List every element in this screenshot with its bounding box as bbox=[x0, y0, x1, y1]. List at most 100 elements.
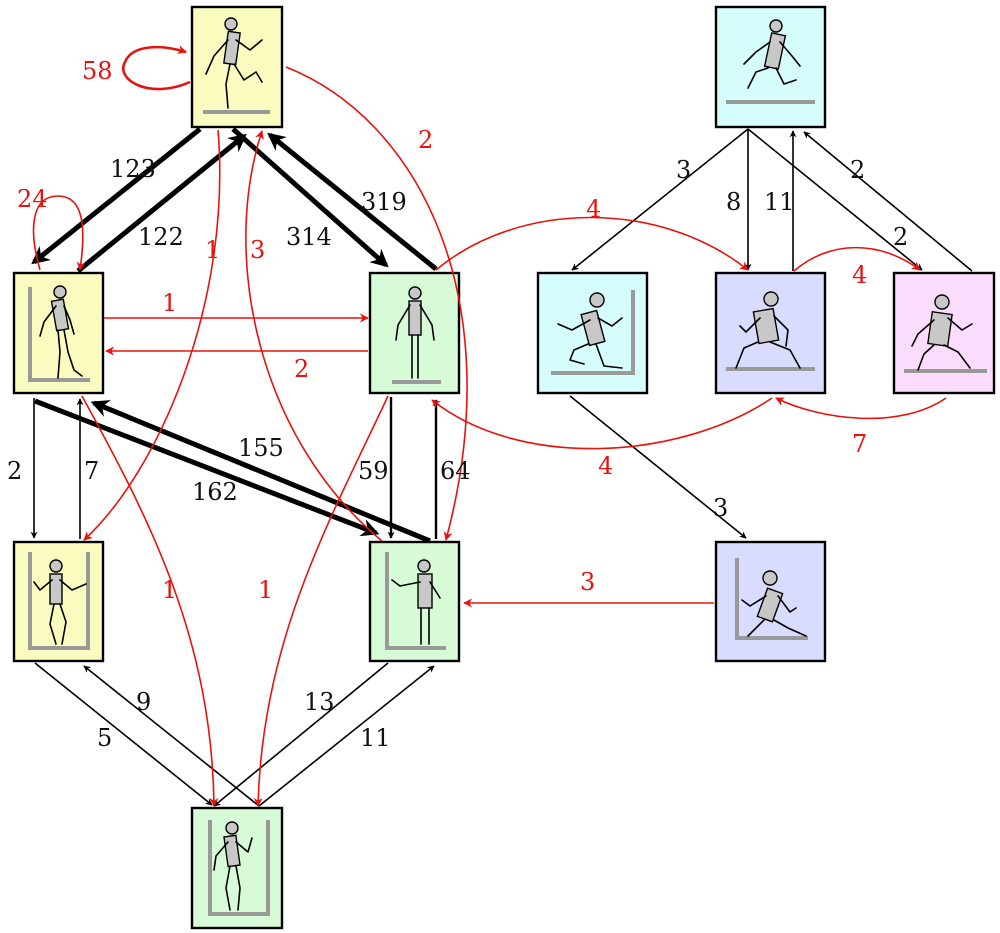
node-kneeling bbox=[714, 271, 827, 395]
red-edges bbox=[32, 45, 947, 807]
edge-top-to-lowleft bbox=[83, 129, 221, 541]
figure-torso bbox=[408, 300, 422, 336]
figure-limbs bbox=[743, 41, 801, 89]
label-bottom-to-lowmid: 11 bbox=[360, 724, 391, 752]
edge-left-to-top bbox=[76, 133, 247, 273]
label-lowmid-to-top: 3 bbox=[250, 236, 265, 264]
node-top-box bbox=[190, 5, 284, 129]
wall-u bbox=[28, 552, 90, 650]
edge-left-to-bottom bbox=[81, 395, 219, 807]
label-left-to-lowleft: 2 bbox=[7, 457, 22, 485]
edge-crouch-to-sit bbox=[569, 395, 747, 539]
edge-mid-to-bottom bbox=[253, 395, 389, 807]
edge-left-to-lowmid bbox=[34, 398, 380, 537]
figure-head bbox=[49, 559, 63, 573]
figure-limbs bbox=[39, 305, 83, 379]
figure-head bbox=[762, 570, 778, 586]
node-lowmid-box bbox=[368, 540, 461, 663]
edge-labels: 58 24 123 122 314 319 1 3 2 1 2 2 7 155 … bbox=[7, 57, 908, 752]
figure-torso bbox=[417, 573, 433, 609]
label-jump-to-kneel: 8 bbox=[726, 188, 741, 216]
label-mid-to-top: 319 bbox=[361, 188, 407, 216]
label-self-left: 24 bbox=[17, 185, 48, 213]
wall-corner bbox=[551, 290, 635, 375]
edge-self-left bbox=[32, 195, 86, 271]
figure-limbs bbox=[391, 579, 441, 645]
edge-lowmid-to-bottom bbox=[213, 662, 389, 807]
edge-kneel-to-pink bbox=[793, 246, 921, 272]
label-mid-to-bottom: 1 bbox=[258, 576, 273, 604]
edge-lowmid-to-left bbox=[90, 400, 431, 544]
thin-edges bbox=[30, 128, 973, 807]
node-pink-kneeling bbox=[892, 271, 996, 395]
label-lowmid-to-mid: 64 bbox=[440, 457, 471, 485]
label-pink-to-jump: 2 bbox=[850, 156, 865, 184]
figure-limbs bbox=[33, 579, 87, 645]
label-jump-to-pink: 2 bbox=[893, 223, 908, 251]
edge-lowmid-to-top bbox=[245, 130, 383, 542]
label-lowleft-to-left: 7 bbox=[84, 457, 99, 485]
figure-limbs bbox=[735, 315, 801, 369]
edge-pink-to-jump bbox=[803, 131, 973, 272]
edge-jump-to-pink bbox=[747, 128, 923, 271]
label-left-to-lowmid: 162 bbox=[192, 478, 238, 506]
figure-torso bbox=[49, 573, 63, 605]
edge-mid-to-top bbox=[267, 132, 438, 271]
wall-corner bbox=[385, 552, 446, 650]
figure-head bbox=[224, 17, 238, 31]
label-top-to-lowmid: 2 bbox=[418, 126, 433, 154]
figure-head bbox=[934, 294, 950, 310]
label-left-to-bottom: 1 bbox=[162, 576, 177, 604]
figure-limbs bbox=[557, 317, 623, 369]
edge-top-to-mid bbox=[231, 127, 389, 268]
label-kneel-to-pink: 4 bbox=[852, 261, 867, 289]
label-jump-to-crouch: 3 bbox=[676, 156, 691, 184]
figure-limbs bbox=[205, 39, 263, 109]
figure-head bbox=[53, 285, 67, 299]
label-lowmid-to-bottom: 13 bbox=[304, 688, 335, 716]
label-mid-to-lowmid: 59 bbox=[358, 457, 389, 485]
figure-limbs bbox=[395, 304, 435, 379]
label-self-top: 58 bbox=[82, 57, 113, 85]
thick-edges bbox=[31, 127, 438, 544]
label-top-to-lowleft: 1 bbox=[205, 236, 220, 264]
wall-u bbox=[208, 820, 270, 916]
edge-bottom-to-lowleft bbox=[83, 665, 260, 807]
label-pink-to-kneel: 7 bbox=[852, 430, 867, 458]
label-kneel-to-mid: 4 bbox=[598, 452, 613, 480]
figure-head bbox=[589, 292, 605, 308]
figure-head bbox=[769, 19, 783, 33]
node-mid-standing bbox=[368, 271, 461, 395]
node-wall-crouch bbox=[536, 271, 649, 395]
label-mid-to-kneel: 4 bbox=[586, 195, 601, 223]
label-lowmid-to-left: 155 bbox=[238, 434, 284, 462]
edge-kneel-to-mid bbox=[431, 397, 773, 450]
node-right-jumping bbox=[714, 5, 827, 129]
label-sit-to-lowmid: 3 bbox=[580, 568, 595, 596]
figure-limbs bbox=[213, 837, 253, 911]
node-lowleft-between-walls bbox=[12, 540, 105, 663]
wall-corner bbox=[735, 558, 808, 640]
label-kneel-to-jump: 11 bbox=[764, 188, 795, 216]
node-top-running bbox=[190, 5, 284, 129]
label-bottom-to-lowleft: 9 bbox=[136, 688, 151, 716]
edge-top-to-lowmid bbox=[285, 66, 468, 541]
edge-mid-to-kneel bbox=[435, 216, 749, 271]
figure-torso bbox=[927, 310, 953, 348]
node-sitting-wall bbox=[714, 540, 827, 663]
label-top-to-left: 123 bbox=[110, 155, 156, 183]
label-top-to-mid: 314 bbox=[286, 223, 332, 251]
figure-head bbox=[763, 291, 779, 307]
label-left-to-mid: 1 bbox=[162, 289, 177, 317]
label-lowleft-to-bottom: 5 bbox=[97, 724, 112, 752]
edge-lowleft-to-bottom bbox=[34, 662, 213, 806]
edge-top-to-left bbox=[31, 127, 202, 265]
figure-torso bbox=[756, 587, 784, 623]
figure-head bbox=[408, 286, 422, 300]
figure-head bbox=[225, 821, 239, 835]
figure-limbs bbox=[911, 317, 973, 371]
edge-jump-to-crouch bbox=[571, 128, 749, 271]
figure-head bbox=[417, 559, 431, 573]
node-bottom-between-walls bbox=[190, 806, 284, 930]
